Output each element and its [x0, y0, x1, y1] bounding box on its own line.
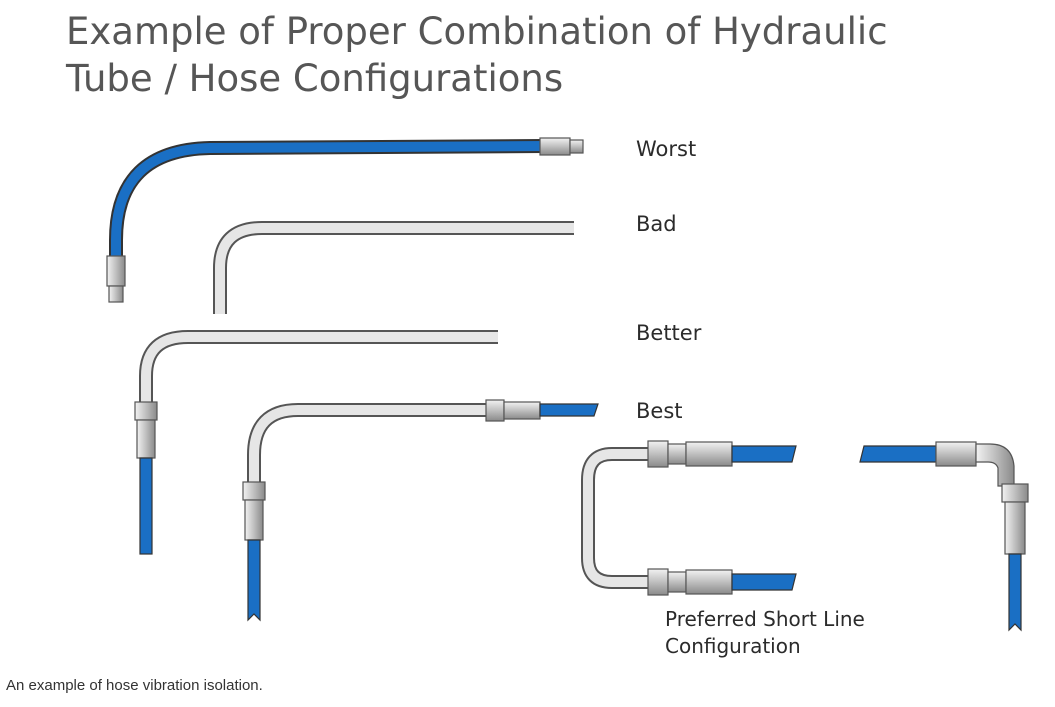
- title-line-1: Example of Proper Combination of Hydraul…: [66, 10, 888, 53]
- preferred-u-configuration: [581, 440, 797, 596]
- label-bad: Bad: [636, 212, 677, 236]
- page-title: Example of Proper Combination of Hydraul…: [66, 8, 966, 102]
- image-caption: An example of hose vibration isolation.: [6, 677, 263, 694]
- bad-configuration: [213, 221, 574, 314]
- title-line-2: Tube / Hose Configurations: [66, 57, 564, 100]
- preferred-elbow-configuration: [859, 441, 1029, 632]
- worst-configuration: [106, 137, 584, 303]
- label-preferred-short-line: Preferred Short Line Configuration: [665, 606, 865, 660]
- preferred-line-2: Configuration: [665, 634, 801, 658]
- label-worst: Worst: [636, 137, 697, 161]
- label-best: Best: [636, 399, 683, 423]
- best-configuration: [242, 399, 599, 622]
- label-better: Better: [636, 321, 702, 345]
- preferred-line-1: Preferred Short Line: [665, 607, 865, 631]
- better-configuration: [134, 330, 498, 555]
